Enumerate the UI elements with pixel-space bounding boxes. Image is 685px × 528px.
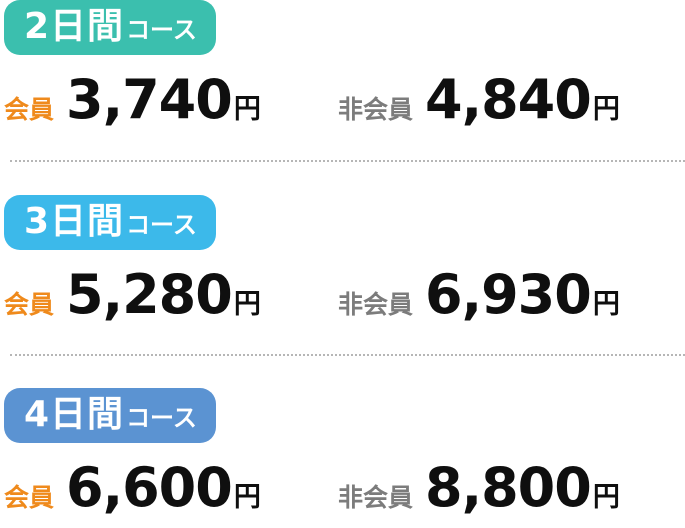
nonmember-label: 非会員 <box>338 483 414 512</box>
course-suffix: コース <box>126 16 197 44</box>
yen-unit: 円 <box>592 94 620 125</box>
course-suffix: コース <box>126 211 197 239</box>
member-label: 会員 <box>4 290 55 319</box>
nonmember-price: 非会員 8,800 円 <box>338 456 620 520</box>
yen-unit: 円 <box>233 482 261 513</box>
dotted-divider <box>10 354 685 356</box>
course-badge: 4日間 コース <box>4 388 216 443</box>
member-price: 会員 3,740 円 <box>4 68 261 132</box>
member-price: 会員 5,280 円 <box>4 263 261 327</box>
yen-unit: 円 <box>592 482 620 513</box>
yen-unit: 円 <box>233 94 261 125</box>
dotted-divider <box>10 160 685 162</box>
course-days: 2日間 <box>24 6 125 47</box>
yen-unit: 円 <box>233 289 261 320</box>
nonmember-price: 非会員 4,840 円 <box>338 68 620 132</box>
member-amount: 3,740 <box>66 68 233 131</box>
course-3days: 3日間 コース 会員 5,280 円 非会員 6,930 円 <box>0 195 685 335</box>
member-label: 会員 <box>4 483 55 512</box>
course-days: 3日間 <box>24 201 125 242</box>
nonmember-amount: 4,840 <box>425 68 592 131</box>
nonmember-label: 非会員 <box>338 290 414 319</box>
course-badge: 2日間 コース <box>4 0 216 55</box>
course-suffix: コース <box>126 404 197 432</box>
course-2days: 2日間 コース 会員 3,740 円 非会員 4,840 円 <box>0 0 685 140</box>
nonmember-price: 非会員 6,930 円 <box>338 263 620 327</box>
nonmember-amount: 6,930 <box>425 263 592 326</box>
member-amount: 5,280 <box>66 263 233 326</box>
nonmember-label: 非会員 <box>338 95 414 124</box>
yen-unit: 円 <box>592 289 620 320</box>
member-label: 会員 <box>4 95 55 124</box>
member-price: 会員 6,600 円 <box>4 456 261 520</box>
nonmember-amount: 8,800 <box>425 456 592 519</box>
course-days: 4日間 <box>24 394 125 435</box>
course-4days: 4日間 コース 会員 6,600 円 非会員 8,800 円 <box>0 388 685 528</box>
member-amount: 6,600 <box>66 456 233 519</box>
course-badge: 3日間 コース <box>4 195 216 250</box>
